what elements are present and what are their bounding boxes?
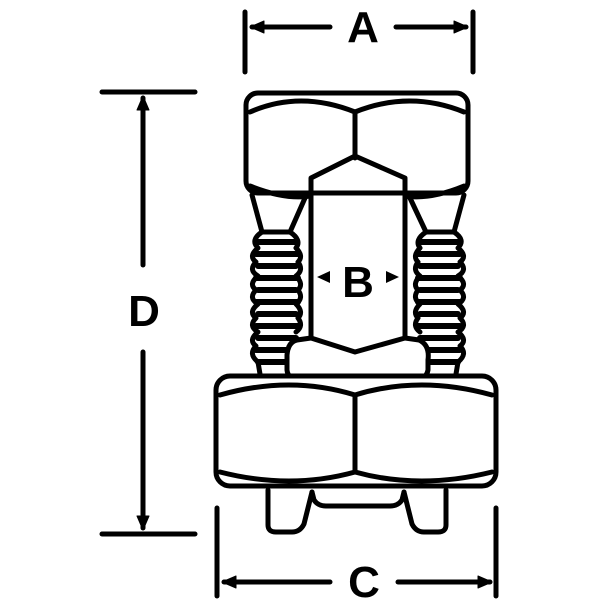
bolt-slot bbox=[308, 153, 408, 358]
dimension-b-arrows bbox=[317, 271, 399, 283]
bottom-stud-ends bbox=[265, 487, 449, 535]
dimension-a-line bbox=[242, 9, 476, 75]
bottom-hex-nut bbox=[213, 373, 499, 489]
dimension-b-label: B bbox=[342, 258, 374, 307]
dimension-d-label: D bbox=[128, 287, 160, 336]
right-threaded-shank bbox=[407, 192, 467, 377]
dimension-d-line bbox=[99, 89, 198, 537]
top-hex-head bbox=[243, 90, 471, 200]
dimension-c-line bbox=[214, 505, 499, 599]
left-threaded-shank bbox=[249, 192, 308, 377]
dimension-c-label: C bbox=[348, 558, 380, 600]
dimension-a-label: A bbox=[347, 3, 379, 52]
